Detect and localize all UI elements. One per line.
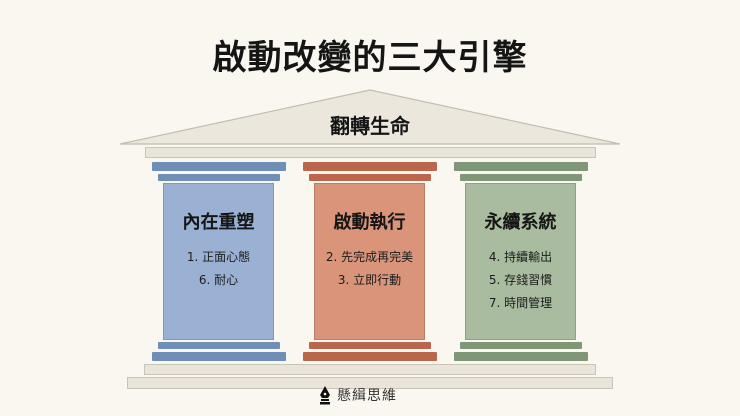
- pillar-item: 3. 立即行動: [337, 273, 402, 287]
- pillar-3-shaft: 永續系統 4. 持續輸出 5. 存錢習慣 7. 時間管理: [465, 183, 576, 340]
- pillar-2-items: 2. 先完成再完美 3. 立即行動: [315, 246, 424, 292]
- pillar-2-capital-bottom: [309, 174, 431, 181]
- pillar-3-items: 4. 持續輸出 5. 存錢習慣 7. 時間管理: [466, 246, 575, 315]
- pillar-2-capital-top: [303, 162, 437, 171]
- pillar-2-base-top: [309, 342, 431, 349]
- pillar-1-capital-bottom: [158, 174, 280, 181]
- pillar-2-title: 啟動執行: [333, 212, 406, 233]
- pillar-item: 6. 耐心: [198, 273, 239, 287]
- roof-pediment: [119, 89, 621, 145]
- pillar-item: 7. 時間管理: [488, 296, 553, 310]
- pillar-item: 2. 先完成再完美: [325, 250, 414, 264]
- pillar-1-title: 內在重塑: [182, 212, 255, 233]
- pillar-2-base-bottom: [303, 352, 437, 361]
- architrave: [145, 147, 596, 158]
- pillar-item: 5. 存錢習慣: [488, 273, 553, 287]
- pillar-1-base-top: [158, 342, 280, 349]
- pillar-3-capital-bottom: [460, 174, 582, 181]
- fountain-pen-nib-icon: [320, 386, 330, 405]
- pillar-3-base-top: [460, 342, 582, 349]
- foundation-step-lower: [127, 377, 613, 389]
- footer-text: 懸緝思維: [337, 388, 397, 404]
- pillar-1-shaft: 內在重塑 1. 正面心態 6. 耐心: [163, 183, 274, 340]
- page-title: 啟動改變的三大引擎: [212, 38, 528, 78]
- pillar-item: 4. 持續輸出: [488, 250, 553, 264]
- pillar-2-shaft: 啟動執行 2. 先完成再完美 3. 立即行動: [314, 183, 425, 340]
- footer-brand: 懸緝思維: [318, 384, 428, 406]
- pillar-3-base-bottom: [454, 352, 588, 361]
- pillar-1-items: 1. 正面心態 6. 耐心: [164, 246, 273, 292]
- pillar-1-base-bottom: [152, 352, 286, 361]
- pillar-3-title: 永續系統: [484, 212, 557, 233]
- pillar-1-capital-top: [152, 162, 286, 171]
- roof-label: 翻轉生命: [330, 114, 410, 138]
- pillar-3-capital-top: [454, 162, 588, 171]
- pillar-item: 1. 正面心態: [186, 250, 251, 264]
- foundation-step-upper: [144, 364, 596, 375]
